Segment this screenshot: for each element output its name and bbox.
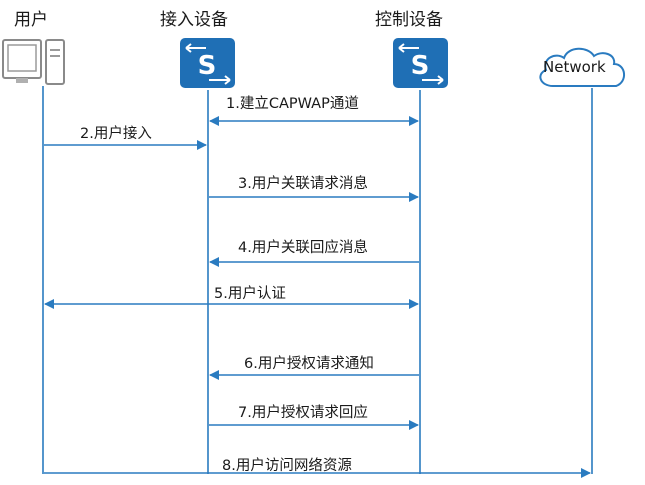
message-label-2: 2.用户接入 — [80, 126, 152, 142]
message-label-1: 1.建立CAPWAP通道 — [226, 96, 359, 112]
computer-icon — [2, 39, 65, 85]
message-label-3: 3.用户关联请求消息 — [238, 176, 368, 192]
switch-icon: S — [393, 38, 448, 88]
message-label-6: 6.用户授权请求通知 — [244, 356, 374, 372]
cloud-icon — [539, 47, 625, 87]
actor-label-network: Network — [543, 58, 606, 76]
actor-label-user: 用户 — [14, 10, 48, 30]
message-label-8: 8.用户访问网络资源 — [222, 458, 352, 474]
switch-glyph: S — [411, 51, 430, 81]
message-label-5: 5.用户认证 — [214, 286, 286, 302]
actor-label-access-device: 接入设备 — [160, 10, 228, 30]
message-label-4: 4.用户关联回应消息 — [238, 240, 368, 256]
switch-icon: S — [180, 38, 235, 88]
switch-glyph: S — [198, 51, 217, 81]
message-label-7: 7.用户授权请求回应 — [238, 405, 368, 421]
actor-label-controller: 控制设备 — [375, 10, 443, 30]
